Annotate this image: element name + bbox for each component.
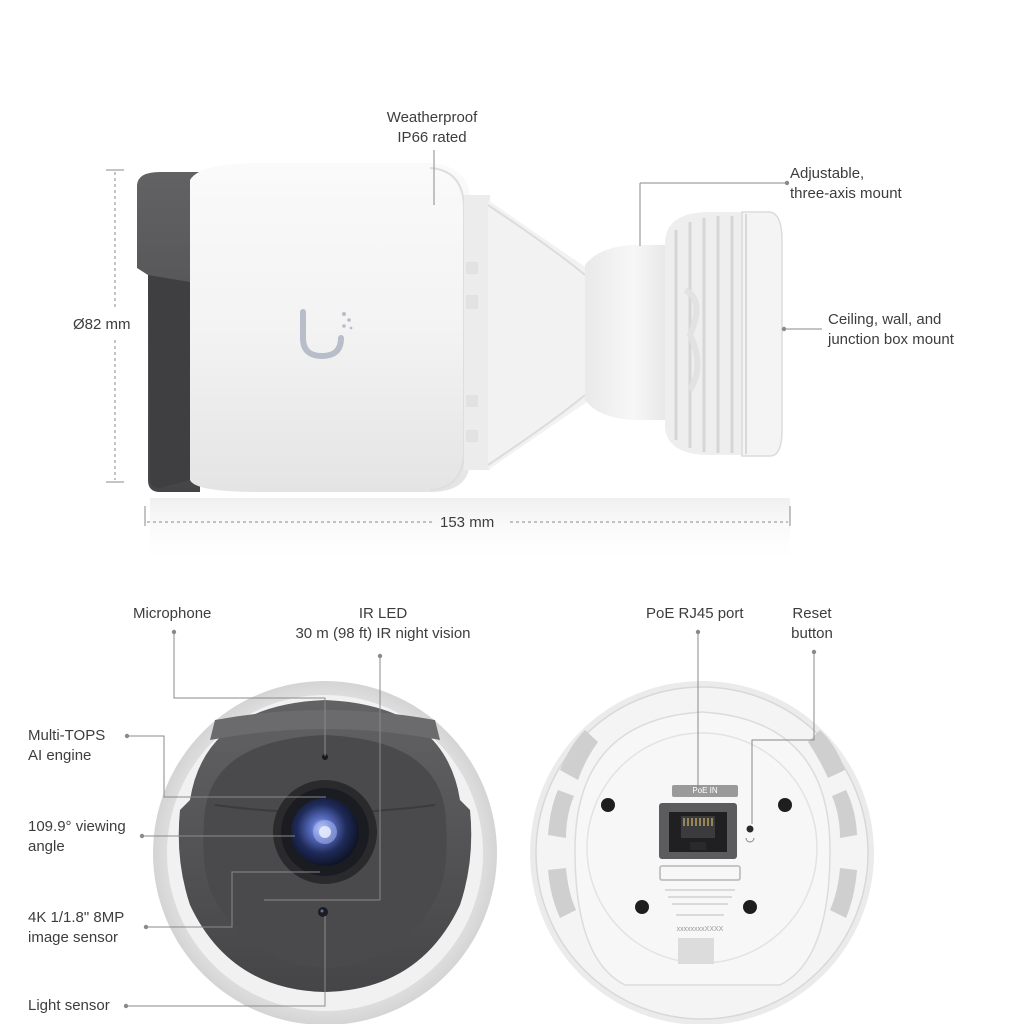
ir-led-label: IR LED 30 m (98 ft) IR night vision: [295, 605, 471, 642]
image-sensor-label: 4K 1/1.8" 8MP image sensor: [28, 909, 125, 946]
camera-neck: [488, 200, 590, 470]
mount-base-plate: [741, 211, 783, 457]
ceiling-mount-label: Ceiling, wall, and junction box mount: [828, 311, 954, 348]
ui-logo: [300, 309, 353, 360]
port-label-strip: [672, 785, 738, 797]
back-leaders: [697, 632, 815, 824]
camera-back-view: [530, 681, 874, 1024]
poe-port-label: PoE RJ45 port: [646, 605, 744, 622]
mount-label: Adjustable, three-axis mount: [790, 165, 902, 202]
camera-side-view: [137, 163, 790, 568]
port-label-text: PoE IN: [692, 786, 718, 795]
microphone-label: Microphone: [133, 605, 212, 622]
camera-reflection: [150, 498, 790, 568]
back-vents: [548, 730, 857, 918]
camera-body: [190, 163, 470, 492]
mount-joint: [585, 245, 680, 420]
light-sensor-label: Light sensor: [28, 997, 110, 1014]
regulatory-marks: [659, 865, 741, 881]
camera-collar: [464, 195, 490, 470]
mount-ring: [665, 212, 745, 455]
back-screws: [601, 798, 792, 914]
length-label: 153 mm: [440, 514, 495, 531]
weatherproof-label: Weatherproof IP66 rated: [386, 109, 478, 146]
side-leaders: [106, 150, 822, 526]
reset-button-label: Reset button: [791, 605, 833, 642]
camera-front-view: [153, 681, 497, 1024]
viewing-angle-label: 109.9° viewing angle: [28, 818, 126, 855]
serial-number: xxxxxxxxXXXX: [676, 926, 724, 933]
diameter-label: Ø82 mm: [73, 316, 131, 333]
microphone-hole: [322, 754, 328, 760]
reset-hole: [746, 825, 754, 833]
ai-engine-label: Multi-TOPS AI engine: [28, 727, 106, 764]
front-leaders: [126, 632, 381, 1007]
